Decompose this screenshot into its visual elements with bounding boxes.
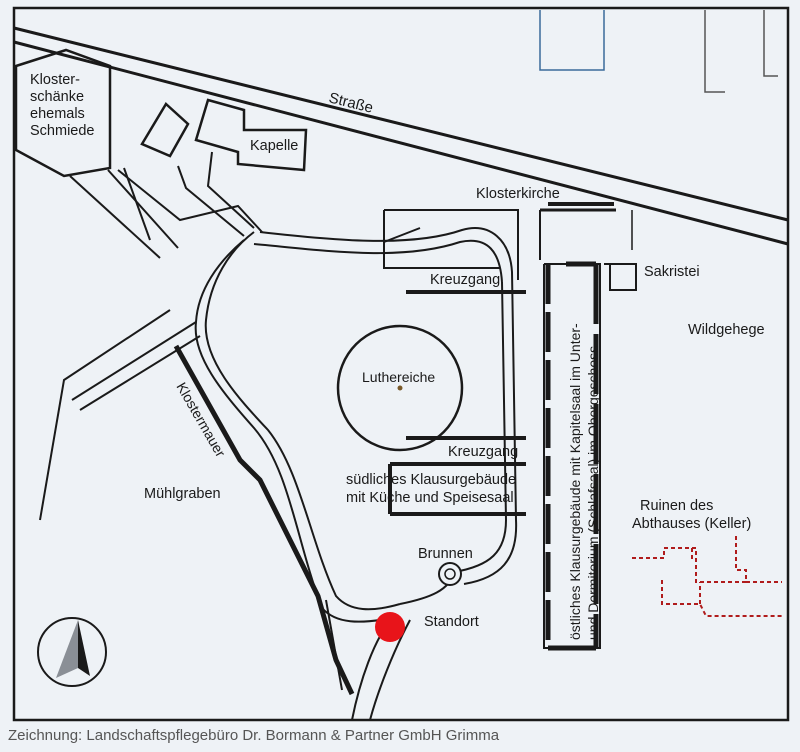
klosterschaenke-building — [14, 48, 112, 178]
muehlgraben-label: Mühlgraben — [144, 486, 221, 502]
standort-marker — [375, 612, 405, 642]
klostermauer-wall — [173, 344, 355, 696]
klosterkirche-label: Klosterkirche — [476, 186, 560, 202]
standort-label: Standort — [424, 614, 479, 630]
kreuzgang-north-label: Kreuzgang — [430, 272, 500, 288]
east-building-label: östliches Klausurgebäude mit Kapitelsaal… — [567, 319, 601, 640]
east-building — [543, 261, 601, 651]
sakristei-label: Sakristei — [644, 264, 700, 280]
ruins-label: Ruinen des Abthauses (Keller) — [632, 498, 751, 532]
brunnen — [438, 562, 462, 586]
klosterkirche-building — [383, 202, 633, 280]
map-frame — [12, 6, 790, 722]
street — [13, 26, 789, 246]
south-building-label: südliches Klausurgebäude mit Küche und S… — [346, 472, 520, 506]
ruins-outline — [632, 536, 782, 617]
map-credit: Zeichnung: Landschaftspflegebüro Dr. Bor… — [8, 727, 499, 744]
brunnen-label: Brunnen — [418, 546, 473, 562]
credit-text: Landschaftspflegebüro Dr. Bormann & Part… — [86, 727, 500, 744]
luthereiche — [336, 324, 464, 452]
kapelle-label: Kapelle — [250, 138, 298, 154]
small-building — [140, 102, 190, 158]
luthereiche-label: Luthereiche — [362, 369, 435, 385]
kreuzgang-south-label: Kreuzgang — [448, 444, 518, 460]
top-plots — [539, 10, 778, 93]
klosterschaenke-label: Kloster- schänke ehemals Schmiede — [30, 72, 94, 139]
sakristei-building — [609, 263, 637, 291]
compass-icon — [37, 617, 107, 687]
south-building — [388, 462, 526, 516]
kapelle-building — [194, 98, 308, 172]
credit-label: Zeichnung: — [8, 727, 83, 744]
wildgehege-label: Wildgehege — [688, 322, 765, 338]
